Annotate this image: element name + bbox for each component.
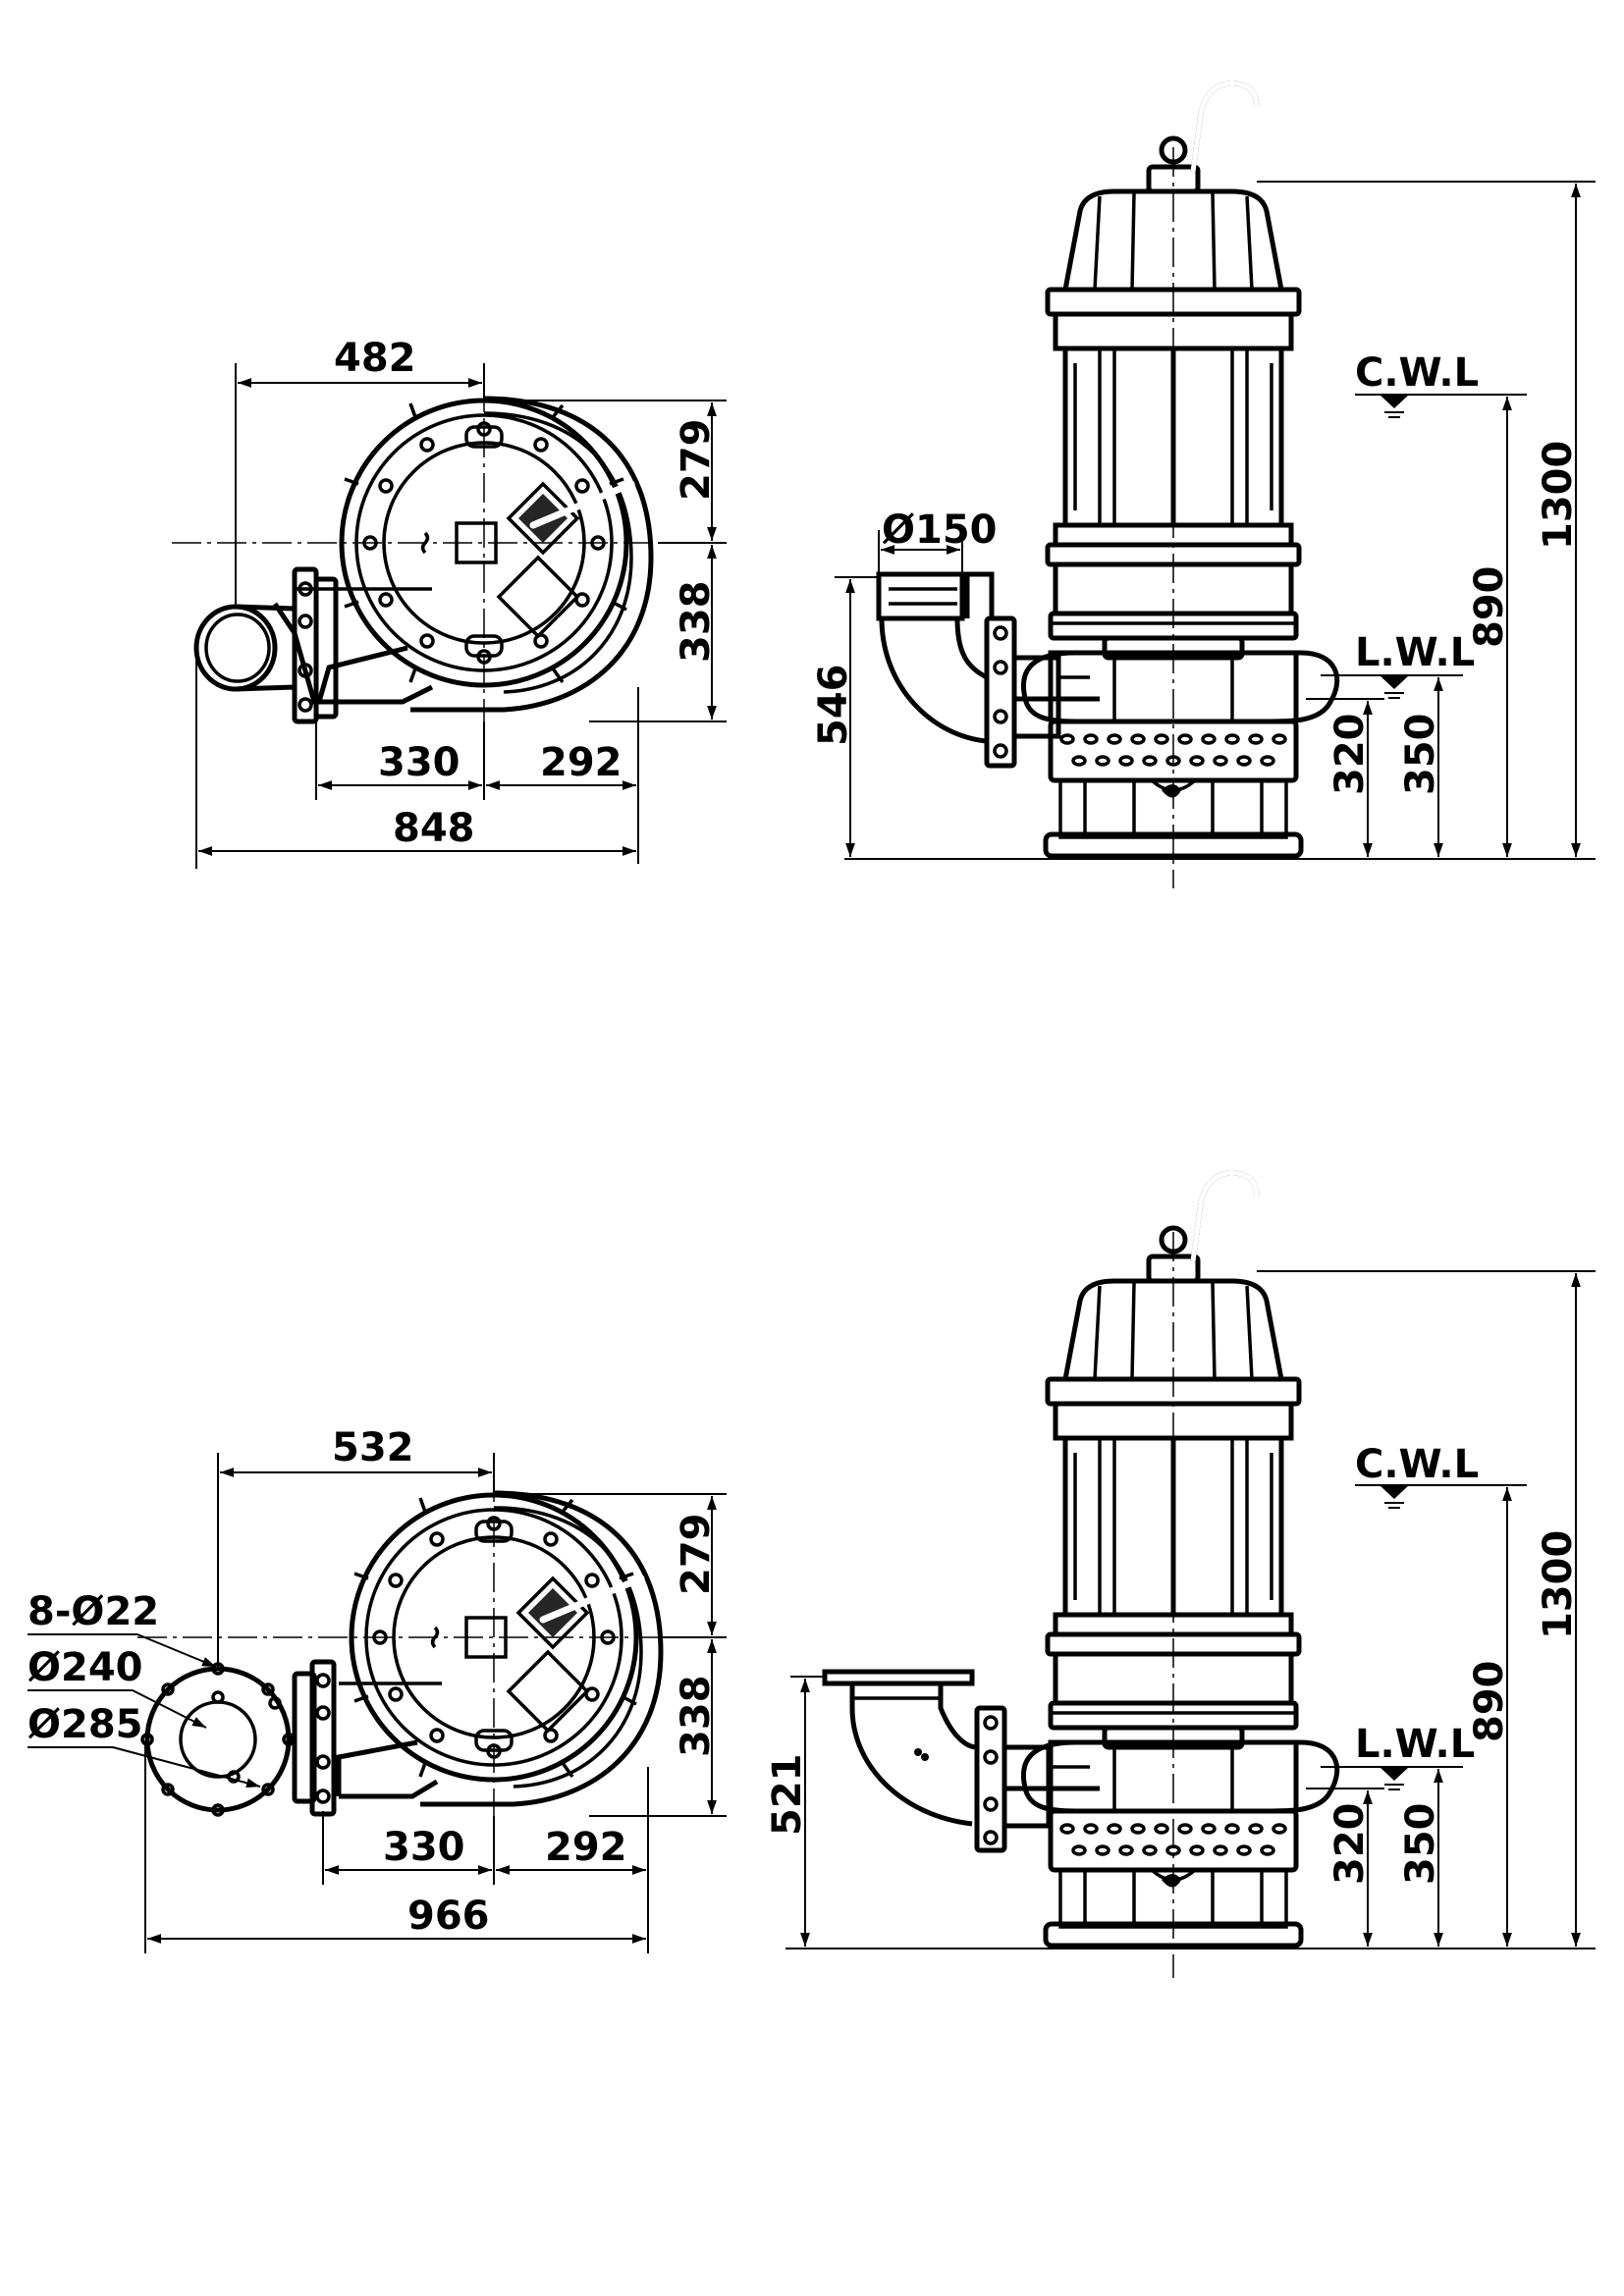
elevation-2-dimensions: 521 C.W.L L.W.L 1300 890 350 320 [765, 1270, 1596, 1947]
dim-350-1: 350 [1398, 714, 1443, 796]
lwl-label-2: L.W.L [1355, 1722, 1475, 1767]
dim-338-2: 338 [674, 1676, 719, 1758]
dim-320-1: 320 [1327, 714, 1373, 796]
flange-bolt-circle-label: Ø240 [27, 1645, 143, 1690]
plan-view-2 [137, 1472, 661, 1817]
dim-532: 532 [332, 1425, 414, 1470]
dim-350-2: 350 [1398, 1803, 1443, 1886]
outlet-diameter-150: Ø150 [882, 507, 998, 553]
dim-1300-1: 1300 [1536, 441, 1581, 550]
cwl-label-1: C.W.L [1355, 350, 1479, 396]
dim-292-2: 292 [545, 1825, 627, 1870]
drawing-1: 482 279 338 330 292 848 [172, 83, 1596, 888]
dim-320-2: 320 [1327, 1803, 1373, 1886]
dim-279: 279 [674, 419, 719, 502]
dim-966: 966 [407, 1894, 490, 1939]
dim-890-1: 890 [1467, 566, 1512, 649]
dim-279-2: 279 [674, 1514, 719, 1596]
elevation-view-2 [785, 1173, 1596, 1978]
dim-338: 338 [674, 581, 719, 664]
plan-view-1 [172, 383, 658, 724]
dim-482: 482 [334, 336, 416, 381]
dim-330: 330 [378, 740, 460, 785]
elevation-view-1 [844, 83, 1596, 888]
elevation-1-dimensions: Ø150 546 C.W.L L.W.L 1300 890 350 320 [811, 181, 1596, 857]
dim-890-2: 890 [1467, 1661, 1512, 1743]
flange-holes-label: 8-Ø22 [27, 1589, 159, 1634]
cwl-label-2: C.W.L [1355, 1442, 1479, 1487]
drawing-2: 532 279 338 330 292 966 8-Ø22 Ø240 Ø285 [27, 1173, 1596, 1978]
flange-outer-label: Ø285 [27, 1702, 143, 1747]
plan-2-dimensions: 532 279 338 330 292 966 8-Ø22 Ø240 Ø285 [27, 1425, 727, 1953]
dim-546: 546 [811, 665, 856, 747]
lwl-label-1: L.W.L [1355, 630, 1475, 675]
dim-1300-2: 1300 [1536, 1530, 1581, 1639]
dim-848: 848 [393, 806, 475, 851]
plan-1-dimensions: 482 279 338 330 292 848 [195, 336, 727, 869]
dim-330-2: 330 [383, 1825, 465, 1870]
dim-292: 292 [540, 740, 623, 785]
dim-521: 521 [765, 1754, 810, 1837]
